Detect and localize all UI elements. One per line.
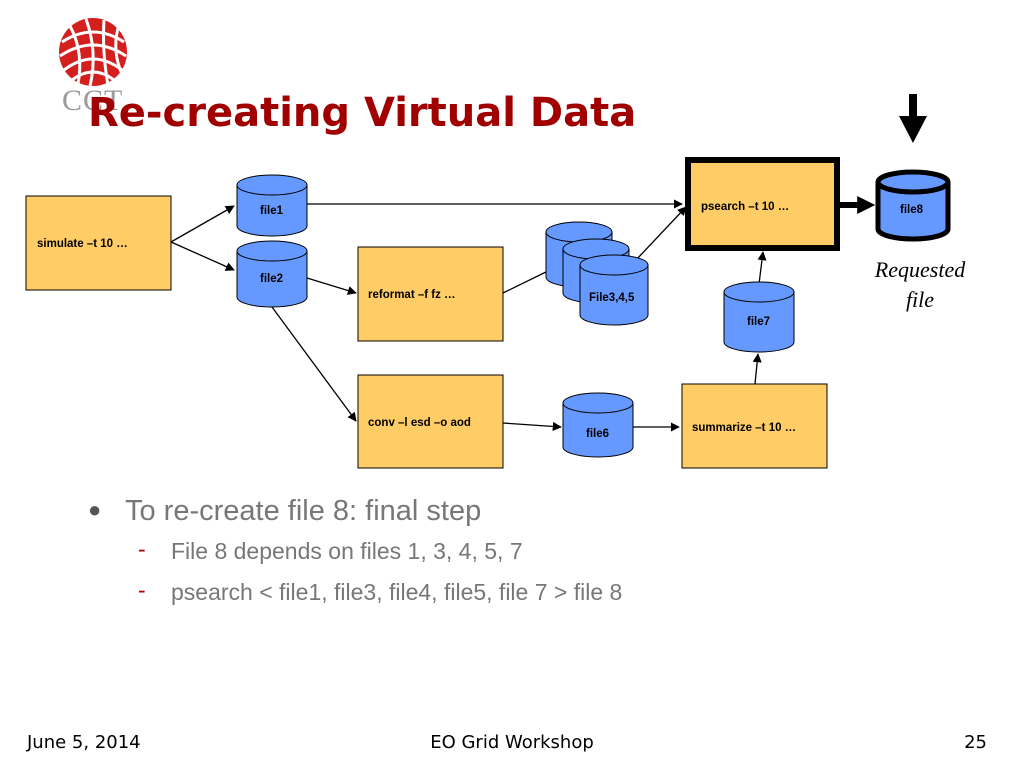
box-reformat-label: reformat –f fz …: [368, 289, 456, 301]
file7-label: file7: [747, 316, 770, 328]
box-psearch-label: psearch –t 10 …: [701, 201, 789, 213]
footer-page-number: 25: [964, 732, 987, 753]
slide-title: Re-creating Virtual Data: [88, 90, 637, 136]
cylinder-file7: file7: [723, 281, 795, 353]
file345-label: File3,4,5: [589, 292, 635, 304]
sub-bullet-2-text: psearch < file1, file3, file4, file5, fi…: [171, 579, 623, 605]
cct-logo: [59, 18, 127, 87]
cylinder-file6: file6: [562, 392, 634, 458]
bullet-main: ● To re-create file 8: final step: [88, 495, 988, 528]
box-conv-label: conv –l esd –o aod: [368, 417, 471, 429]
down-arrow-icon: [899, 94, 927, 143]
requested-file-caption: Requested file: [860, 255, 980, 315]
box-simulate-label: simulate –t 10 …: [37, 238, 128, 250]
requested-line-1: Requested: [874, 257, 966, 282]
sub-bullet-1-text: File 8 depends on files 1, 3, 4, 5, 7: [171, 538, 523, 564]
cylinder-file8: file8: [875, 169, 951, 242]
requested-line-2: file: [905, 287, 935, 312]
cylinder-file1: file1: [236, 174, 308, 237]
dash-icon: -: [138, 577, 146, 603]
box-summarize-label: summarize –t 10 …: [692, 422, 796, 434]
sub-bullet-1: - File 8 depends on files 1, 3, 4, 5, 7: [88, 536, 988, 565]
cylinder-file2: file2: [236, 240, 308, 308]
file2-label: file2: [260, 273, 283, 285]
file6-label: file6: [586, 428, 609, 440]
cylinder-file5: File3,4,5: [579, 254, 649, 326]
bullet-dot-icon: ●: [88, 497, 102, 522]
footer-date: June 5, 2014: [27, 732, 141, 753]
sub-bullet-2: - psearch < file1, file3, file4, file5, …: [88, 577, 988, 606]
file1-label: file1: [260, 205, 284, 217]
box-reformat: reformat –f fz …: [357, 246, 504, 342]
footer-event: EO Grid Workshop: [430, 732, 594, 753]
dash-icon: -: [138, 536, 146, 562]
connector-arrows: [170, 199, 767, 432]
logo-text: CCT: [62, 84, 124, 117]
box-simulate: simulate –t 10 …: [25, 195, 172, 291]
box-summarize: summarize –t 10 …: [681, 383, 828, 469]
file8-label: file8: [900, 204, 924, 216]
box-conv: conv –l esd –o aod: [357, 374, 504, 469]
bullet-main-text: To re-create file 8: final step: [125, 495, 482, 527]
bullet-list: ● To re-create file 8: final step - File…: [88, 495, 988, 620]
box-psearch: psearch –t 10 …: [685, 157, 840, 251]
